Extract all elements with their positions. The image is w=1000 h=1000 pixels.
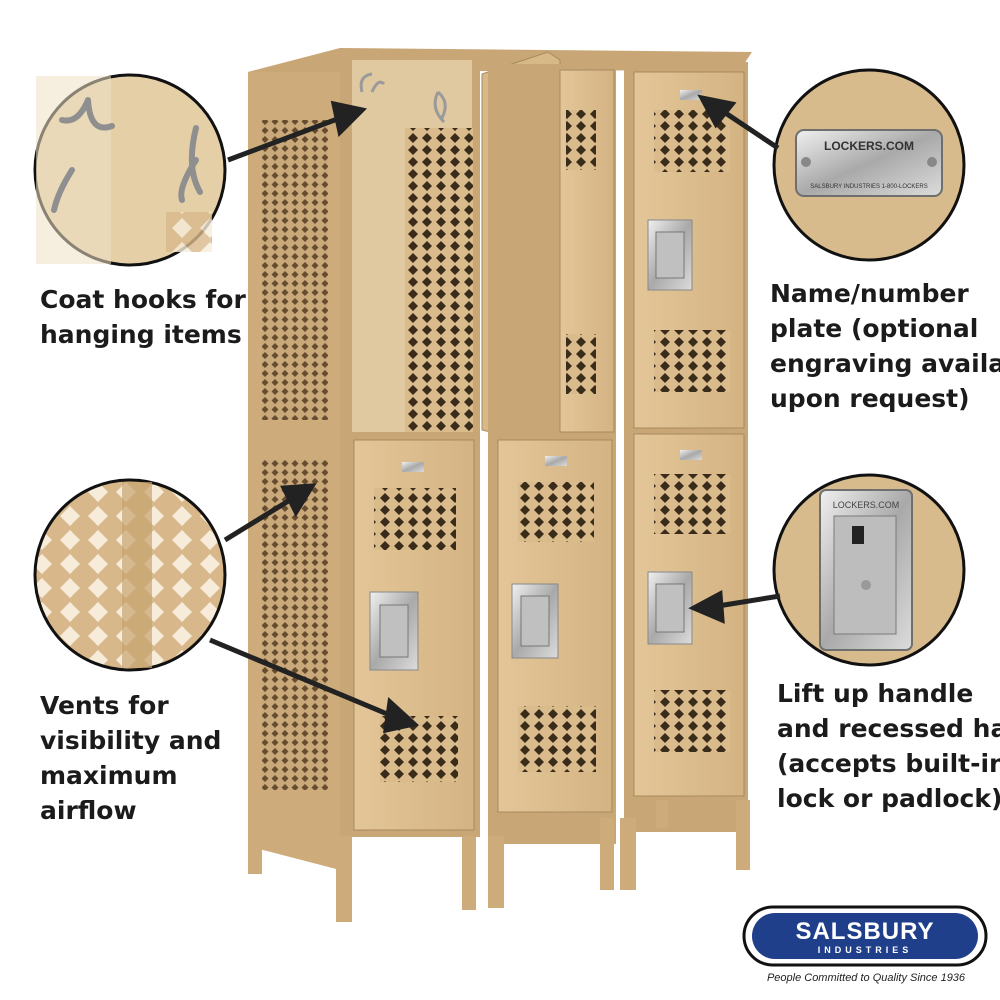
- caption-coat-hooks-line: hanging items: [40, 320, 242, 349]
- locker-legs: [248, 800, 750, 922]
- caption-plate-line: plate (optional: [770, 314, 979, 343]
- callout-handle: LOCKERS.COM: [772, 473, 966, 667]
- caption-vents-line: visibility and: [40, 726, 222, 755]
- plate-small-text: SALSBURY INDUSTRIES 1-800-LOCKERS: [810, 184, 928, 190]
- logo-brand-name: SALSBURY: [795, 918, 934, 945]
- callout-vents: [33, 478, 227, 672]
- caption-handle-line: (accepts built-in: [777, 749, 1000, 778]
- caption-plate-line: Name/number: [770, 279, 969, 308]
- caption-plate-line: upon request): [770, 384, 970, 413]
- logo-brand-sub: INDUSTRIES: [818, 945, 913, 955]
- caption-vents-line: Vents for: [40, 691, 169, 720]
- caption-name-plate: Name/number plate (optional engraving av…: [770, 276, 1000, 416]
- handle-label: LOCKERS.COM: [833, 500, 900, 510]
- caption-handle-line: and recessed hasp: [777, 714, 1000, 743]
- salsbury-logo: SALSBURY INDUSTRIES: [742, 905, 988, 967]
- callout-arrows: [209, 94, 781, 734]
- caption-vents: Vents for visibility and maximum airflow: [40, 688, 221, 828]
- brand-tagline: People Committed to Quality Since 1936: [766, 972, 966, 984]
- caption-handle-line: Lift up handle: [777, 679, 974, 708]
- callout-name-plate: LOCKERS.COM SALSBURY INDUSTRIES 1-800-LO…: [772, 68, 966, 262]
- caption-coat-hooks-line: Coat hooks for: [40, 285, 246, 314]
- caption-vents-line: maximum: [40, 761, 178, 790]
- side-vent-upper: [262, 120, 328, 420]
- caption-vents-line: airflow: [40, 796, 137, 825]
- caption-plate-line: engraving available: [770, 349, 1000, 378]
- callout-coat-hooks: [33, 73, 227, 267]
- caption-handle: Lift up handle and recessed hasp (accept…: [777, 676, 1000, 816]
- plate-text: LOCKERS.COM: [824, 139, 914, 153]
- caption-handle-line: lock or padlock): [777, 784, 1000, 813]
- caption-coat-hooks: Coat hooks for hanging items: [40, 282, 246, 352]
